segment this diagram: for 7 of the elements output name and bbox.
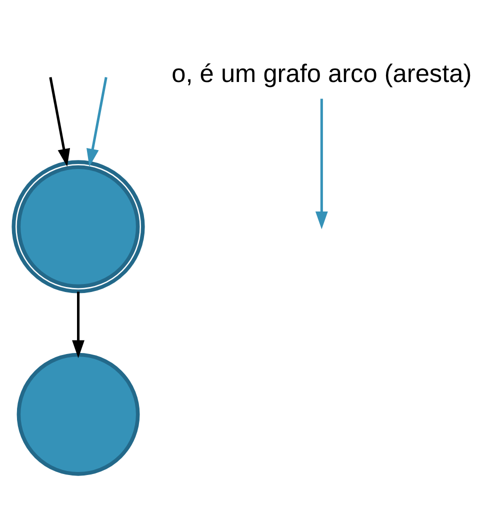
arrow	[49, 77, 70, 167]
node-circle	[12, 160, 145, 294]
arrow	[72, 292, 84, 358]
arrow	[315, 98, 328, 230]
node-text: o, é um grafo arco (aresta)	[172, 60, 472, 88]
arrow	[86, 77, 108, 167]
node-circle	[16, 352, 140, 476]
